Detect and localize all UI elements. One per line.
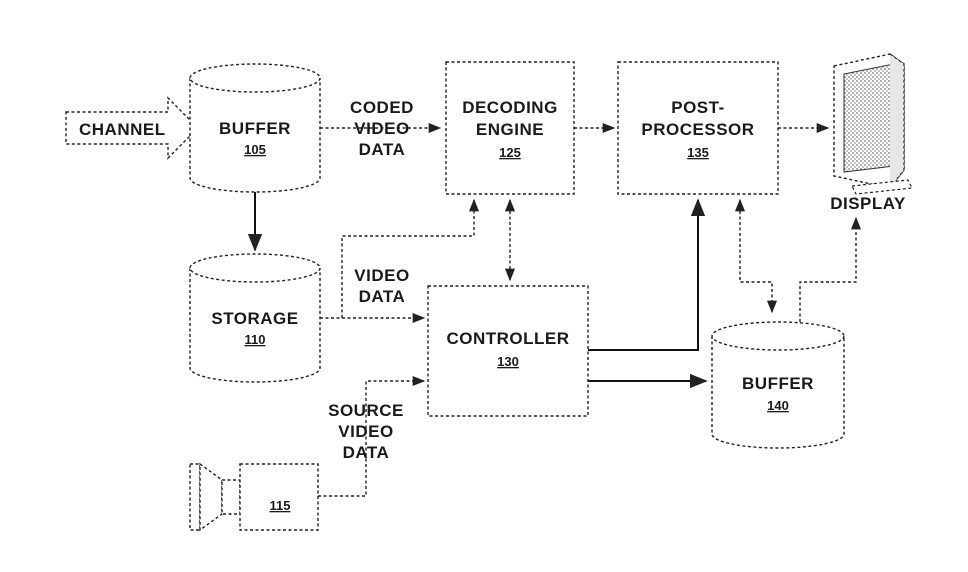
storage-label: STORAGE (211, 309, 298, 328)
buffer-105-cylinder: BUFFER 105 (189, 63, 321, 193)
camera-number: 115 (270, 498, 291, 513)
buffer-105-label: BUFFER (219, 119, 291, 138)
post-label-line2: PROCESSOR (641, 120, 754, 139)
arrow-controller-to-postprocessor (588, 198, 706, 351)
arrow-postprocessor-buffer (734, 198, 778, 314)
buffer-140-number: 140 (767, 398, 789, 413)
source-label-line3: DATA (343, 443, 390, 462)
storage-number: 110 (245, 332, 266, 347)
display-monitor-icon: DISPLAY (830, 53, 913, 213)
decoding-engine-box: DECODING ENGINE 125 (445, 61, 575, 195)
buffer-140-label: BUFFER (742, 374, 814, 393)
video-data-label-line2: DATA (359, 287, 406, 306)
display-label: DISPLAY (830, 194, 906, 213)
video-data-label-line1: VIDEO (354, 266, 409, 285)
decoding-label-line1: DECODING (462, 98, 558, 117)
buffer-140-cylinder: BUFFER 140 (711, 321, 845, 449)
post-number: 135 (687, 145, 709, 160)
camera-115-icon: 115 (189, 462, 319, 532)
arrow-buffer-to-display (799, 216, 862, 322)
buffer-105-number: 105 (244, 142, 266, 157)
arrow-camera-to-controller (318, 375, 426, 497)
controller-box: CONTROLLER 130 (427, 285, 589, 417)
controller-label: CONTROLLER (446, 329, 569, 348)
decoding-label-line2: ENGINE (476, 120, 544, 139)
arrow-storage-to-decoder (341, 198, 480, 318)
coded-label-line1: CODED (350, 98, 414, 117)
decoding-number: 125 (499, 145, 521, 160)
coded-label-line3: DATA (359, 140, 406, 159)
channel-arrow: CHANNEL (65, 96, 199, 160)
channel-label: CHANNEL (79, 120, 166, 139)
controller-number: 130 (497, 354, 519, 369)
post-label-line1: POST- (671, 98, 725, 117)
storage-110-cylinder: STORAGE 110 (189, 253, 321, 383)
postprocessor-box: POST- PROCESSOR 135 (617, 61, 779, 195)
